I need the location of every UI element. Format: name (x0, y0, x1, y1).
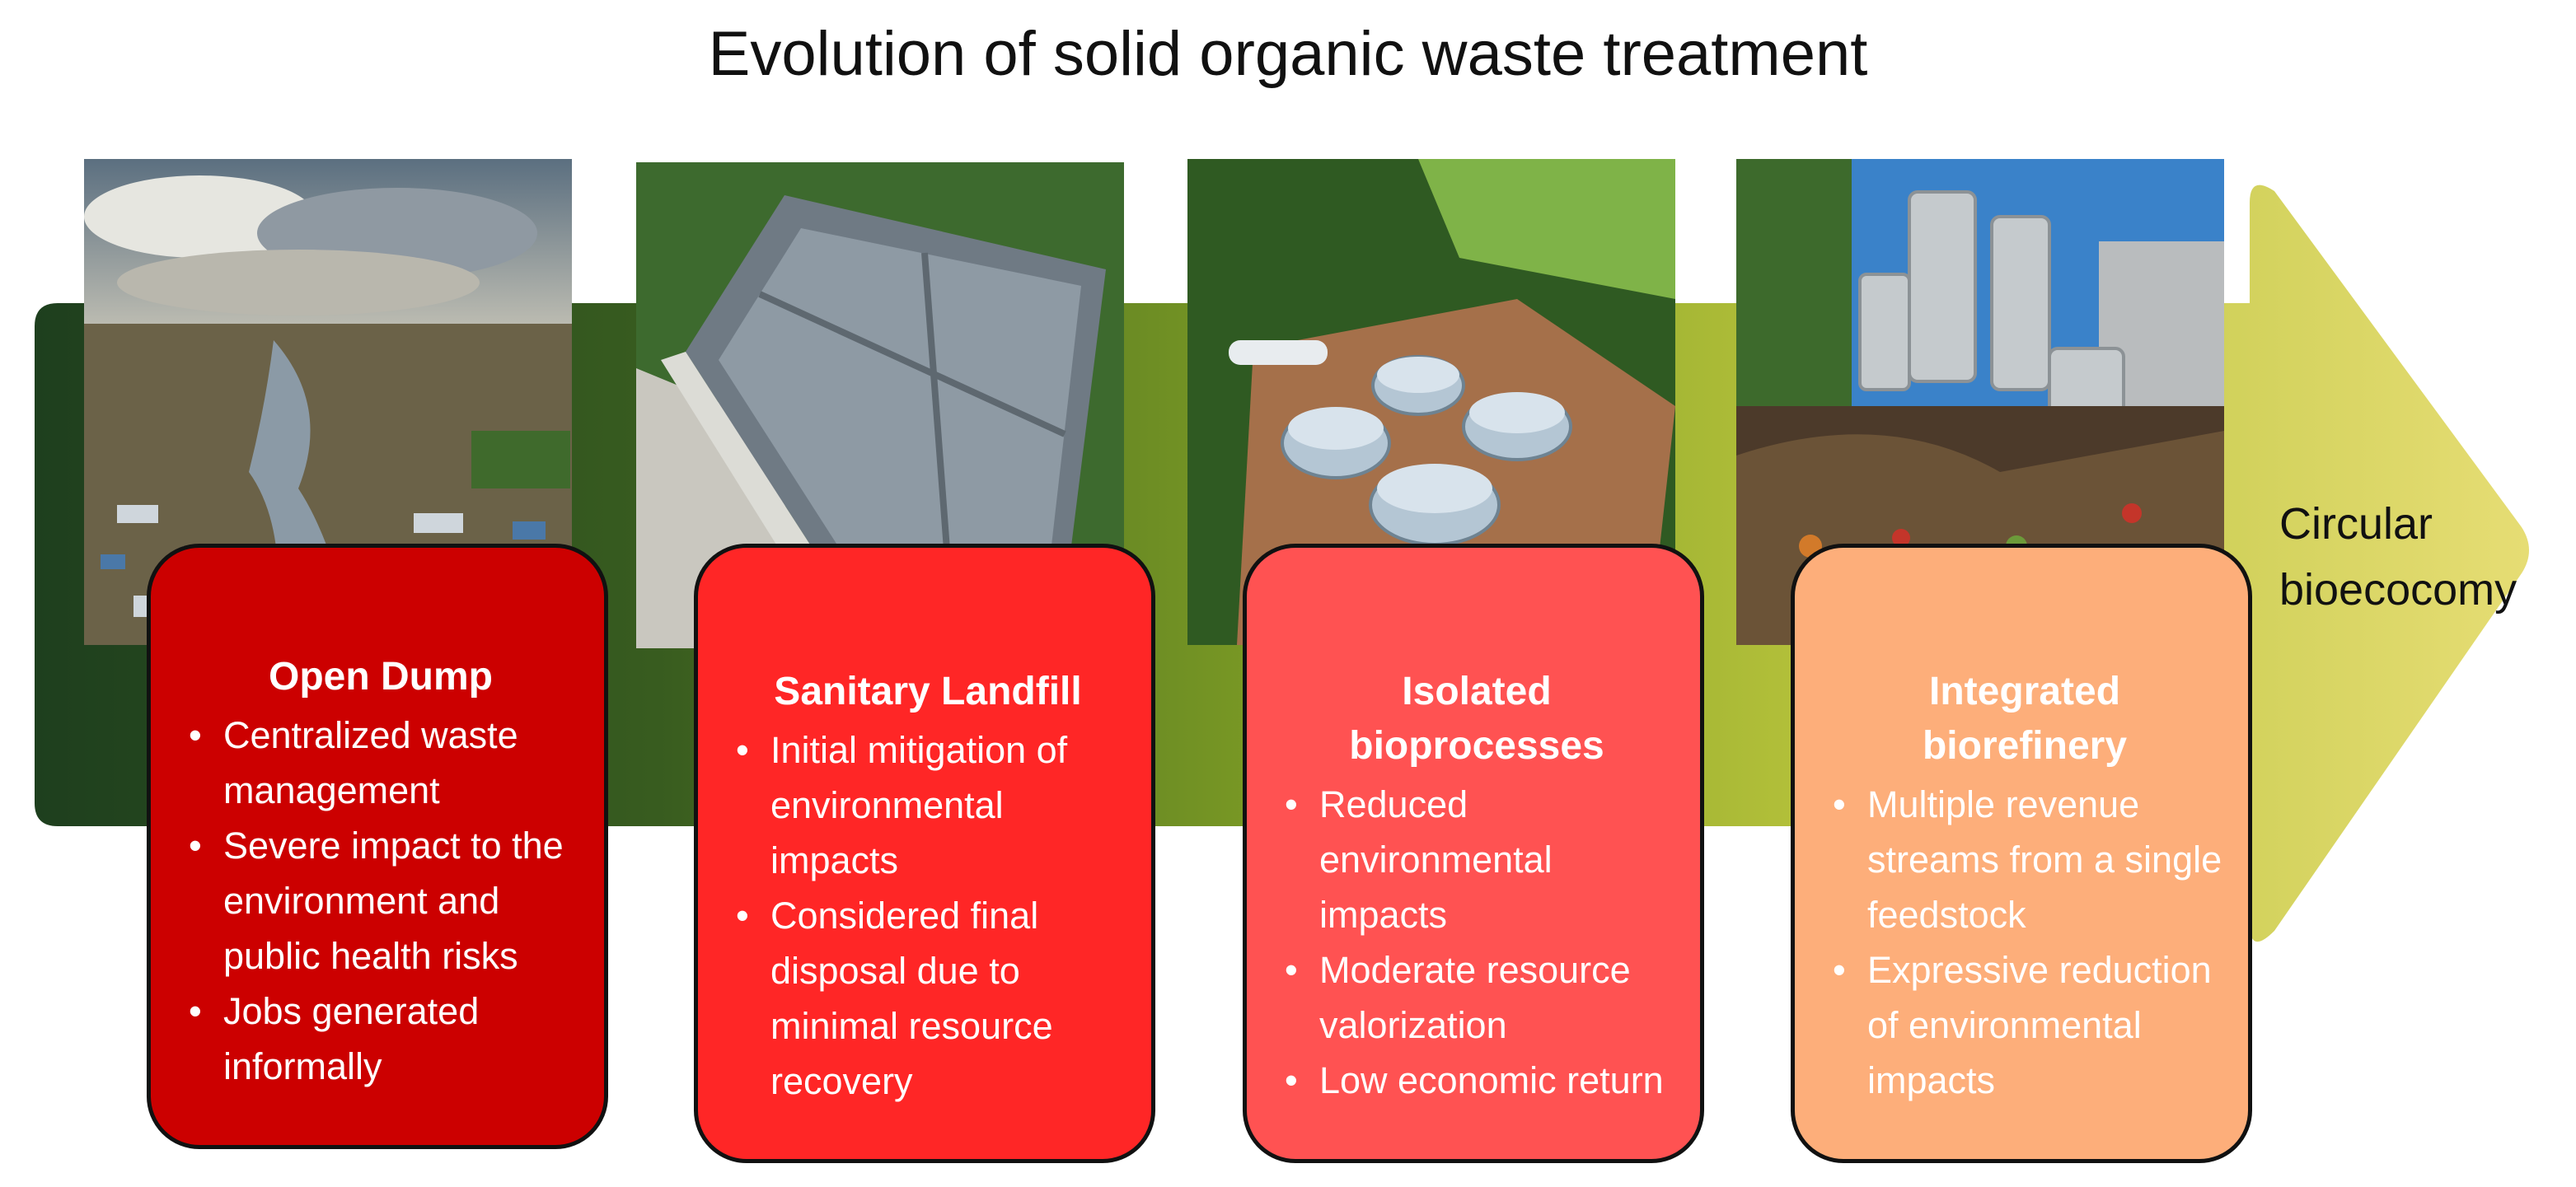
bullet-item: Low economic return (1285, 1053, 1675, 1108)
bullet-item: Reduced environmental impacts (1285, 777, 1675, 942)
stage-bullets: Centralized waste management Severe impa… (182, 708, 579, 1094)
stage-title: Sanitary Landfill (774, 670, 1082, 713)
bullet-item: Jobs generated informally (189, 984, 579, 1094)
stage-card-sanitary-landfill: Sanitary Landfill Initial mitigation of … (694, 544, 1155, 1163)
stage-bullets: Reduced environmental impacts Moderate r… (1278, 777, 1675, 1108)
bullet-item: Expressive reduction of environmental im… (1833, 942, 2223, 1108)
bullet-item: Multiple revenue streams from a single f… (1833, 777, 2223, 942)
stage-card-open-dump: Open Dump Centralized waste management S… (147, 544, 608, 1149)
stage-bullets: Initial mitigation of environmental impa… (729, 722, 1126, 1109)
bullet-item: Severe impact to the environment and pub… (189, 818, 579, 984)
stage-title: Open Dump (269, 655, 493, 699)
bullet-item: Moderate resource valorization (1285, 942, 1675, 1053)
stage-bullets: Multiple revenue streams from a single f… (1826, 777, 2223, 1108)
bullet-item: Initial mitigation of environmental impa… (736, 722, 1126, 888)
bullet-item: Considered final disposal due to minimal… (736, 888, 1126, 1109)
diagram-title: Evolution of solid organic waste treatme… (708, 19, 1868, 89)
bullet-item: Centralized waste management (189, 708, 579, 818)
